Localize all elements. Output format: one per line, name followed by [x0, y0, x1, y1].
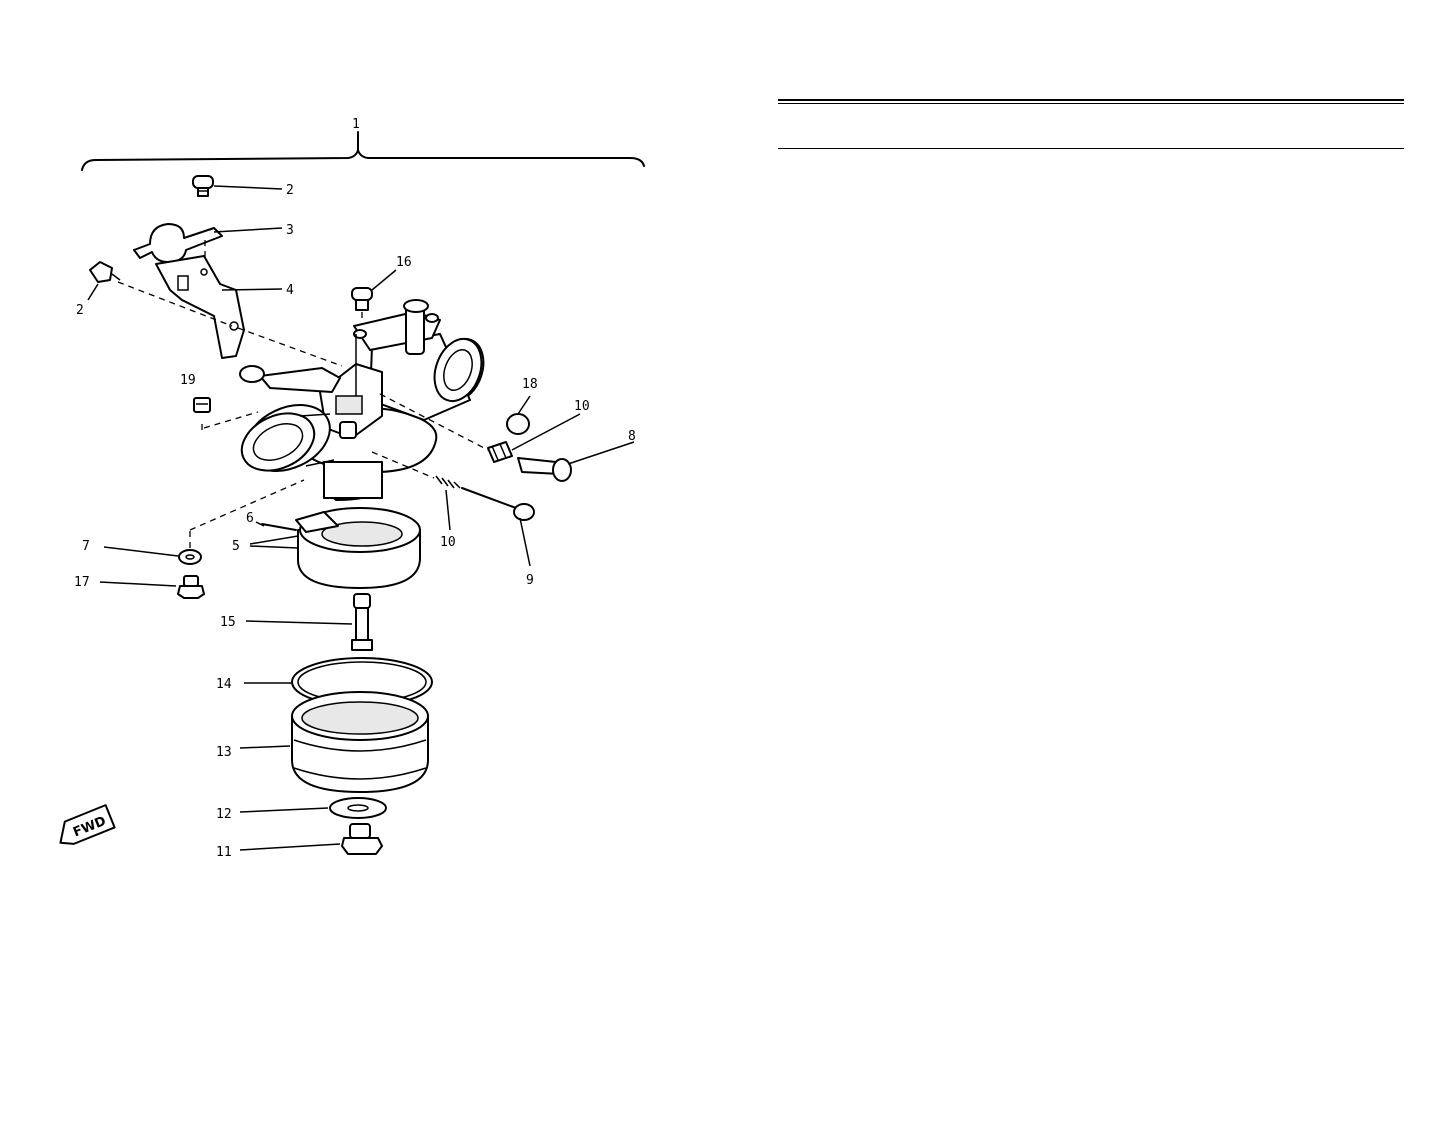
fwd-arrow-icon: FWD — [59, 804, 116, 845]
part-5-float — [249, 507, 421, 589]
callout-16: 16 — [396, 255, 412, 270]
callout-13: 13 — [216, 745, 232, 760]
callout-7: 7 — [82, 539, 90, 554]
callout-6: 6 — [246, 511, 254, 526]
callout-2-side: 2 — [76, 303, 84, 318]
part-3-clip — [133, 223, 283, 263]
part-10-lower-spring — [371, 451, 461, 531]
callout-9: 9 — [526, 573, 534, 588]
callout-15: 15 — [220, 615, 236, 630]
part-10-upper-spring — [379, 393, 581, 463]
callout-11: 11 — [216, 845, 232, 860]
callout-8: 8 — [628, 429, 636, 444]
part-12-washer — [239, 797, 387, 819]
part-8-screw — [517, 441, 635, 482]
callout-labels: 1 2 2 3 4 5 6 7 8 9 10 10 11 12 13 14 15… — [74, 117, 636, 860]
callout-19: 19 — [180, 373, 196, 388]
callout-17: 17 — [74, 575, 90, 590]
header-double-rule-top — [778, 99, 1404, 101]
callout-10-upper: 10 — [574, 399, 590, 414]
header-double-rule-bottom — [778, 103, 1404, 104]
part-16-screw — [351, 269, 397, 330]
carburetor-body — [239, 299, 485, 501]
part-19-spring — [193, 397, 259, 430]
callout-14: 14 — [216, 677, 232, 692]
callout-10-lower: 10 — [440, 535, 456, 550]
part-2-side-screw — [87, 261, 121, 301]
header-single-rule — [778, 148, 1404, 149]
part-6-pin — [255, 521, 297, 531]
callout-3: 3 — [286, 223, 294, 238]
part-17-drain-screw — [99, 575, 205, 599]
callout-4: 4 — [286, 283, 294, 298]
callout-5: 5 — [232, 539, 240, 554]
callout-18: 18 — [522, 377, 538, 392]
part-13-float-bowl — [239, 691, 429, 793]
part-2-top-screw — [192, 175, 283, 197]
part-7-washer — [103, 479, 305, 565]
part-15-main-nozzle — [245, 593, 373, 651]
part-4-bracket-plate — [117, 240, 343, 367]
assembly-bracket — [81, 131, 645, 171]
callout-2-top: 2 — [286, 183, 294, 198]
callout-1: 1 — [352, 117, 360, 132]
part-9-screw — [461, 487, 535, 567]
part-18-cap — [506, 395, 531, 435]
callout-12: 12 — [216, 807, 232, 822]
part-11-bowl-screw — [239, 823, 383, 855]
